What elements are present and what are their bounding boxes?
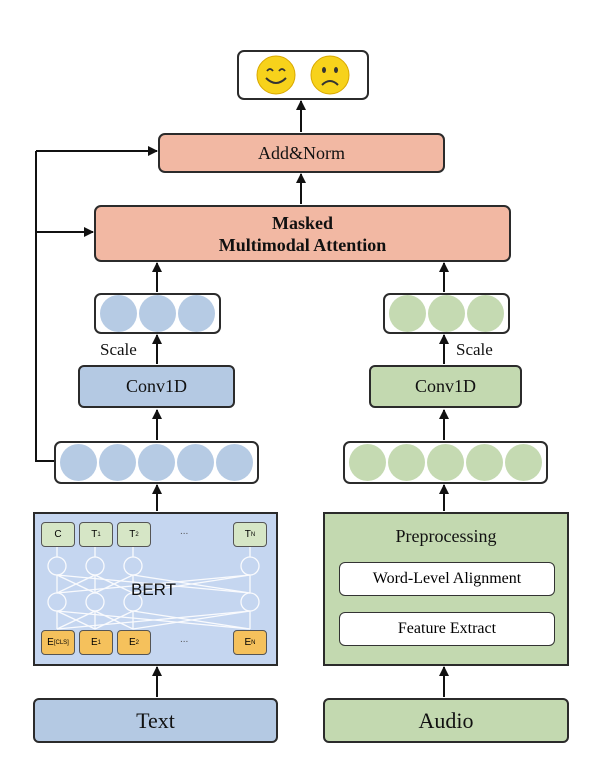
audio-scaled-node (467, 295, 504, 332)
bert-output-ellipsis: ... (180, 526, 189, 537)
text-input-label: Text (136, 707, 175, 733)
audio-embedding-node (505, 444, 542, 481)
audio-embedding-vector (343, 441, 548, 484)
text-conv1d-label: Conv1D (125, 376, 187, 396)
output-emotions (237, 50, 369, 100)
skip-connection-line (35, 151, 54, 462)
audio-input-block: Audio (323, 698, 569, 743)
feature-extract-box: Feature Extract (339, 612, 555, 646)
audio-scaled-node (389, 295, 426, 332)
audio-input-label: Audio (418, 707, 474, 733)
audio-conv1d-label: Conv1D (414, 376, 476, 396)
text-scaled-node (100, 295, 137, 332)
text-embedding-node (177, 444, 214, 481)
add-norm-label: Add&Norm (258, 142, 345, 163)
preprocessing-title: Preprocessing (395, 526, 497, 546)
text-conv1d-block: Conv1D (78, 365, 235, 408)
bert-output-token-c: C (41, 522, 75, 547)
text-scaled-node (178, 295, 215, 332)
text-scaled-node (139, 295, 176, 332)
text-input-block: Text (33, 698, 278, 743)
audio-scaled-vector (383, 293, 510, 334)
audio-scaled-node (428, 295, 465, 332)
text-scaled-vector (94, 293, 221, 334)
bert-input-token-cls: E[CLS] (41, 630, 75, 655)
text-embedding-node (216, 444, 253, 481)
word-level-alignment-label: Word-Level Alignment (372, 570, 522, 587)
audio-embedding-node (427, 444, 464, 481)
frowning-face-icon (310, 55, 350, 95)
audio-embedding-node (349, 444, 386, 481)
attention-label-line1: Masked (271, 212, 333, 233)
bert-input-ellipsis: ... (180, 634, 189, 645)
text-embedding-node (138, 444, 175, 481)
feature-extract-label: Feature Extract (397, 620, 497, 637)
word-level-alignment-box: Word-Level Alignment (339, 562, 555, 596)
audio-embedding-node (388, 444, 425, 481)
add-norm-block: Add&Norm (158, 133, 445, 173)
text-scale-label: Scale (100, 340, 137, 359)
smiley-face-icon (256, 55, 296, 95)
audio-conv1d-block: Conv1D (369, 365, 522, 408)
audio-embedding-node (466, 444, 503, 481)
bert-network-lines (47, 547, 260, 630)
text-embedding-node (60, 444, 97, 481)
attention-label-line2: Multimodal Attention (218, 234, 387, 255)
bert-label: BERT (131, 580, 177, 599)
attention-block: Masked Multimodal Attention (94, 205, 511, 262)
audio-scale-label: Scale (456, 340, 493, 359)
preprocessing-block: Preprocessing Word-Level Alignment Featu… (323, 512, 569, 666)
text-embedding-node (99, 444, 136, 481)
text-embedding-vector (54, 441, 259, 484)
